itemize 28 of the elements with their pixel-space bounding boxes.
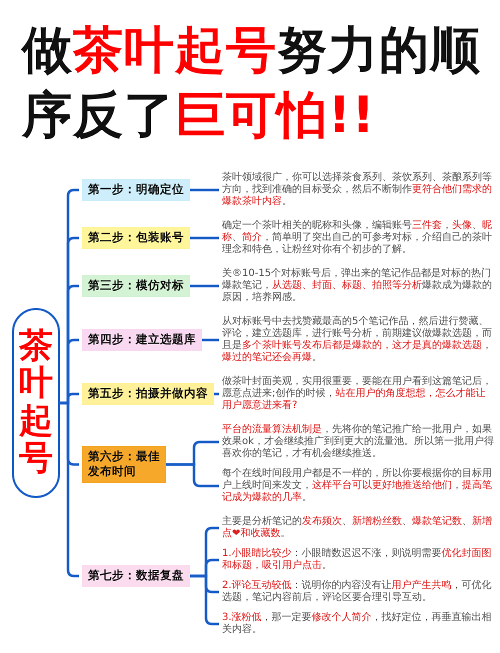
connector-line — [190, 188, 219, 192]
connector-line — [166, 463, 219, 488]
step-label: 第一步：明确定位 — [82, 179, 190, 201]
step-description: 2.评论互动较低：说明你的内容没有让用户产生共鸣，可优化选题，笔记内容前后，评论区要合理引导互动。 — [222, 580, 494, 604]
step-description: 每个在线时间段用户都是不一样的，所以你要根据你的目标用户上线时间来发文，这样平台可以更好地推送给他们，提高笔记成为爆款的几率。 — [222, 468, 494, 504]
step-description: 茶叶领域很广，你可以选择茶食系列、茶饮系列、茶酿系列等方向，找到准确的目标受众，然后不断制作更符合他们需求的爆款茶叶内容。 — [222, 172, 494, 208]
step-label: 第五步：拍摄并做内容 — [82, 383, 214, 405]
topic-label: 茶叶起号 — [19, 328, 53, 478]
step-description: 从对标账号中去找赞藏最高的5个笔记作品，然后进行赞藏、评论，建立选题库，进行账号分析，前期建议做爆款选题，而且是多个茶叶账号发布后都是爆款的，这才是真的爆款选题，爆过的笔记还会再爆。 — [222, 316, 494, 364]
step-label: 第四步：建立选题库 — [82, 329, 202, 351]
step-description: 关®10-15个对标账号后，弹出来的笔记作品都是对标的热门爆款笔记，从选题、封面、标题、拍照等分析爆款成为爆款的原因，培养网感。 — [222, 268, 494, 304]
step-label: 第二步：包装账号 — [82, 227, 190, 249]
step-description: 做茶叶封面美观，实用很重要，要能在用户看到这篇笔记后，愿意点进来;创作的时候，站在用户的角度想想，怎么才能让用户愿意进来看? — [222, 376, 494, 412]
connector-line — [214, 392, 219, 396]
connector-line — [60, 402, 79, 578]
topic-pill — [12, 308, 60, 498]
headline: 做茶叶起号努力的顺序反了巨可怕!! — [22, 20, 482, 146]
connector-line — [190, 284, 219, 288]
step-label: 第六步：最佳发布时间 — [82, 446, 166, 483]
step-description: 1.小眼睛比较少：小眼睛数迟迟不涨，则说明需要优化封面图和标题，吸引用户点击。 — [222, 548, 494, 572]
step-description: 确定一个茶叶相关的昵称和头像，编辑账号三件套，头像、昵称、简介，简单明了突出自己的可参考对标，介绍自己的茶叶理念和特色，让粉丝对你有个初步的了解。 — [222, 220, 494, 256]
step-description: 主要是分析笔记的发布频次、新增粉丝数、爆款笔记数、新增点❤和收藏数。 — [222, 516, 494, 540]
step-label: 第三步：模仿对标 — [82, 275, 190, 297]
connector-line — [202, 338, 219, 342]
step-description: 3.涨粉低，那一定要修改个人简介，找好定位，再垂直输出相关内容。 — [222, 612, 494, 636]
step-description: 平台的流量算法机制是，先将你的笔记推广给一批用户，如果效果ok，才会继续推广到到更大的流量池。所以第一批用户得喜欢你的笔记，才有机会继续推送。 — [222, 424, 494, 460]
step-label: 第七步：数据复盘 — [82, 565, 190, 587]
connector-line — [190, 236, 219, 240]
